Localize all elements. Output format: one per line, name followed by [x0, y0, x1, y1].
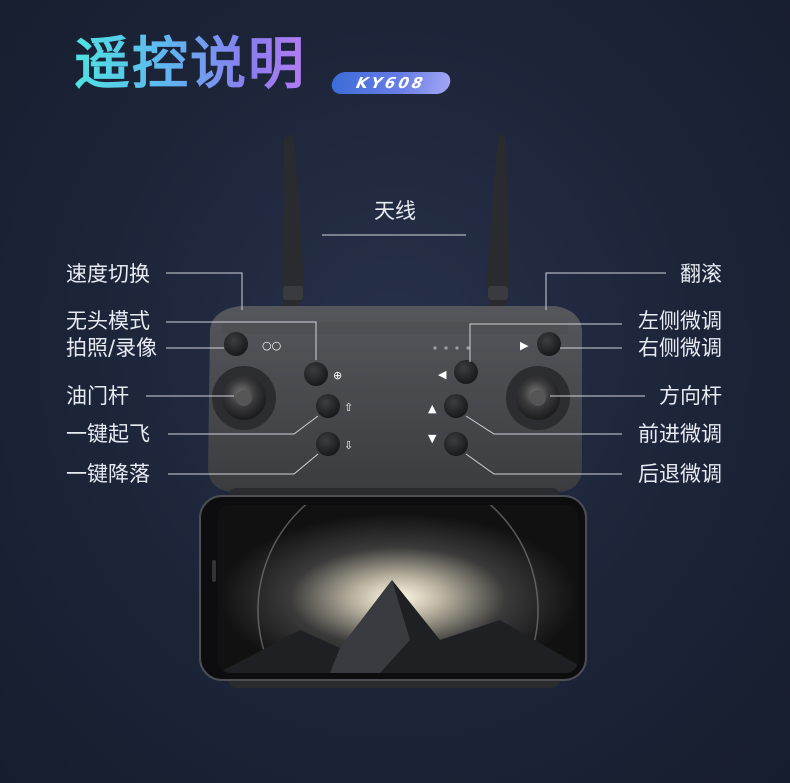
headless-mode-button	[304, 362, 328, 386]
throttle-joystick	[212, 366, 276, 430]
down-arrow-icon: ▼	[428, 432, 437, 445]
label-right-trim: 右侧微调	[638, 336, 722, 360]
label-headless-mode: 无头模式	[66, 309, 150, 333]
label-landing: 一键降落	[66, 462, 150, 486]
label-speed-switch: 速度切换	[66, 262, 150, 286]
page-title: 遥控说明	[74, 30, 306, 100]
right-antenna	[486, 134, 510, 306]
label-antenna: 天线	[374, 199, 416, 223]
smartphone	[199, 488, 587, 688]
photo-video-button	[224, 332, 248, 356]
up-arrow-icon: ▲	[428, 402, 437, 415]
photo-video-icon: ○○	[262, 339, 281, 352]
right-trim-button	[537, 332, 561, 356]
label-takeoff: 一键起飞	[66, 422, 150, 446]
label-forward-trim: 前进微调	[638, 422, 722, 446]
left-antenna	[282, 134, 304, 306]
direction-joystick	[506, 366, 570, 430]
left-arrow-icon: ◀	[438, 368, 447, 381]
takeoff-icon: ⇧	[344, 401, 353, 414]
landing-icon: ⇩	[344, 439, 353, 452]
forward-trim-button	[444, 394, 468, 418]
takeoff-button	[316, 394, 340, 418]
label-photo-video: 拍照/录像	[66, 336, 158, 360]
right-arrow-icon: ▶	[520, 339, 529, 352]
label-left-trim: 左侧微调	[638, 309, 722, 333]
label-direction-stick: 方向杆	[659, 384, 722, 408]
controller-body	[208, 306, 582, 492]
landing-button	[316, 432, 340, 456]
label-backward-trim: 后退微调	[638, 462, 722, 486]
label-throttle-stick: 油门杆	[66, 384, 129, 408]
label-roll: 翻滚	[680, 262, 722, 286]
backward-trim-button	[444, 432, 468, 456]
left-trim-button	[454, 360, 478, 384]
headless-icon: ⊕	[333, 369, 342, 382]
